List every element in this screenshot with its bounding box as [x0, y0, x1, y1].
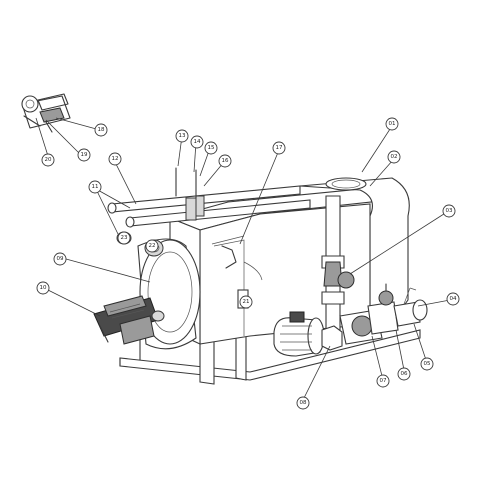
svg-text:20: 20 [45, 157, 52, 163]
vertical-riser [321, 177, 367, 337]
svg-text:09: 09 [57, 256, 64, 262]
svg-text:06: 06 [401, 371, 408, 377]
svg-text:23: 23 [121, 235, 128, 241]
callout-16: 16 [218, 154, 232, 168]
svg-text:11: 11 [92, 184, 99, 190]
svg-text:05: 05 [424, 361, 431, 367]
svg-text:03: 03 [446, 208, 453, 214]
callout-04: 04 [446, 292, 460, 306]
pump-valve-cluster [339, 283, 428, 345]
callout-07: 07 [376, 374, 390, 388]
svg-text:07: 07 [380, 378, 387, 384]
callout-14: 14 [190, 135, 204, 149]
pump-motor [273, 311, 343, 357]
top-pipes [107, 167, 311, 228]
callout-21: 21 [239, 295, 253, 309]
callout-02: 02 [387, 150, 401, 164]
burner-unit [93, 295, 165, 345]
callout-11: 11 [88, 180, 102, 194]
svg-text:02: 02 [391, 154, 398, 160]
svg-text:15: 15 [208, 145, 215, 151]
callout-15: 15 [204, 141, 218, 155]
svg-text:01: 01 [389, 121, 396, 127]
callout-10: 10 [36, 281, 50, 295]
callout-06: 06 [397, 367, 411, 381]
svg-text:19: 19 [81, 152, 88, 158]
callout-08: 08 [296, 396, 310, 410]
svg-text:22: 22 [149, 243, 156, 249]
svg-text:18: 18 [98, 127, 105, 133]
svg-text:08: 08 [300, 400, 307, 406]
svg-text:04: 04 [450, 296, 457, 302]
callout-18: 18 [94, 123, 108, 137]
svg-text:17: 17 [276, 145, 283, 151]
leader-lines [35, 117, 451, 403]
svg-text:21: 21 [243, 299, 250, 305]
callout-23: 23 [117, 231, 131, 245]
callout-17: 17 [272, 141, 286, 155]
svg-text:12: 12 [112, 156, 119, 162]
callout-20: 20 [41, 153, 55, 167]
svg-text:16: 16 [222, 158, 229, 164]
callout-01: 01 [385, 117, 399, 131]
callout-13: 13 [175, 129, 189, 143]
callout-19: 19 [77, 148, 91, 162]
detail-inset [21, 93, 71, 133]
svg-text:13: 13 [179, 133, 186, 139]
callout-22: 22 [145, 239, 159, 253]
callout-12: 12 [108, 152, 122, 166]
callout-05: 05 [420, 357, 434, 371]
callouts: 01 02 03 04 05 06 07 08 09 10 11 12 13 1… [36, 117, 460, 410]
svg-text:10: 10 [40, 285, 47, 291]
svg-text:14: 14 [194, 139, 201, 145]
callout-03: 03 [442, 204, 456, 218]
callout-09: 09 [53, 252, 67, 266]
